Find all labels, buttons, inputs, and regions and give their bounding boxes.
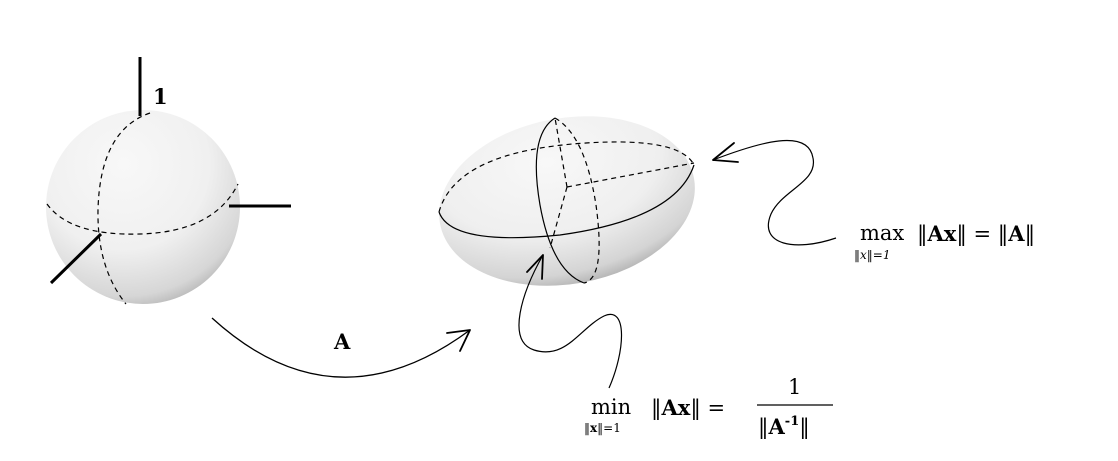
unit-sphere: 1 (46, 57, 291, 305)
sphere-equator-dashed (46, 183, 239, 235)
max-pointer (712, 139, 837, 246)
max-subscript: ‖x‖=1 (854, 248, 890, 262)
ellipsoid-section-front (438, 164, 695, 239)
max-expression: ‖Ax‖ = ‖A‖ (917, 221, 1035, 247)
ellipsoid-axis-down (549, 186, 568, 249)
min-operator: min (591, 395, 631, 419)
ellipsoid-vertical-front (535, 117, 585, 284)
map-arrow: A (211, 317, 471, 378)
min-pointer-head (526, 254, 544, 280)
min-fraction-numerator: 1 (788, 375, 801, 399)
axis-label-one: 1 (153, 84, 168, 109)
ellipsoid (438, 116, 695, 286)
map-label-A: A (333, 329, 351, 354)
axis-front (49, 232, 103, 285)
max-pointer-curve (712, 139, 837, 246)
ellipsoid-axis-right (566, 162, 695, 188)
ellipsoid-axis-up (554, 117, 568, 188)
min-fraction-denominator: ‖A-1‖ (758, 414, 810, 440)
ellipsoid-vertical-back (554, 117, 600, 284)
min-pointer-curve (518, 254, 623, 389)
sphere-meridian-dashed (97, 112, 151, 305)
ellipsoid-section-back (438, 141, 695, 213)
map-arrow-head (446, 329, 471, 352)
max-operator: max (860, 221, 904, 245)
min-subscript: ‖x‖=1 (584, 421, 621, 435)
min-pointer (518, 254, 623, 389)
max-pointer-head (712, 142, 739, 163)
ellipsoid-surface (439, 116, 695, 286)
max-formula: max ‖x‖=1 ‖Ax‖ = ‖A‖ (854, 221, 1035, 262)
min-formula: min ‖x‖=1 ‖Ax‖ = 1 ‖A-1‖ (584, 375, 833, 440)
map-arrow-curve (211, 317, 471, 378)
sphere-surface (46, 110, 240, 304)
min-expression: ‖Ax‖ = (651, 395, 725, 421)
